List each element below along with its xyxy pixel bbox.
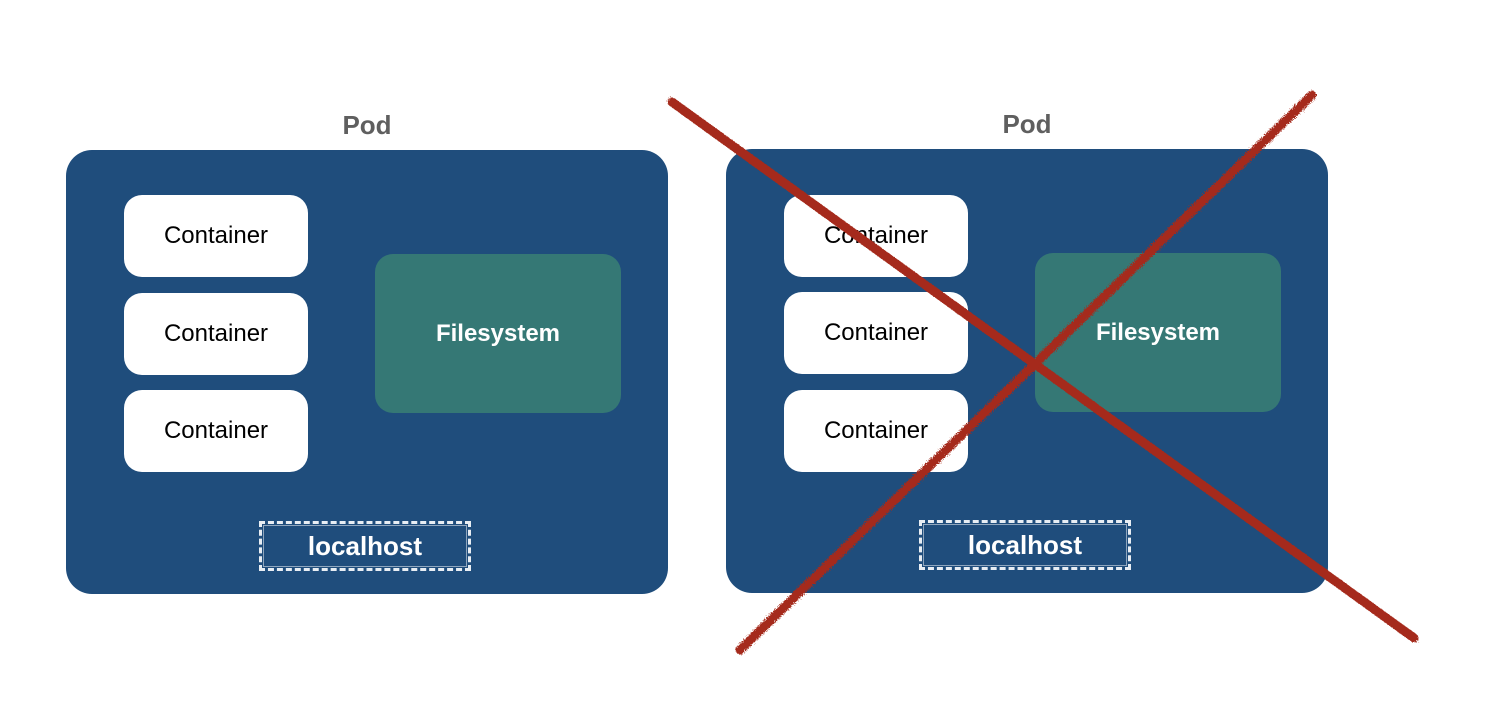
cross-stroke-1 [667, 97, 1419, 643]
localhost-box: localhost [919, 520, 1131, 570]
container-box: Container [124, 195, 308, 277]
filesystem-box: Filesystem [375, 254, 621, 413]
localhost-box: localhost [259, 521, 471, 571]
pod-title-left: Pod [342, 110, 392, 140]
pod-left: Container Container Container Filesystem… [66, 150, 668, 594]
container-box: Container [124, 293, 308, 375]
container-box: Container [784, 390, 968, 472]
container-box: Container [124, 390, 308, 472]
filesystem-box: Filesystem [1035, 253, 1281, 412]
cross-stroke-2 [735, 90, 1317, 655]
container-box: Container [784, 292, 968, 374]
pod-title-right: Pod [1002, 109, 1052, 139]
